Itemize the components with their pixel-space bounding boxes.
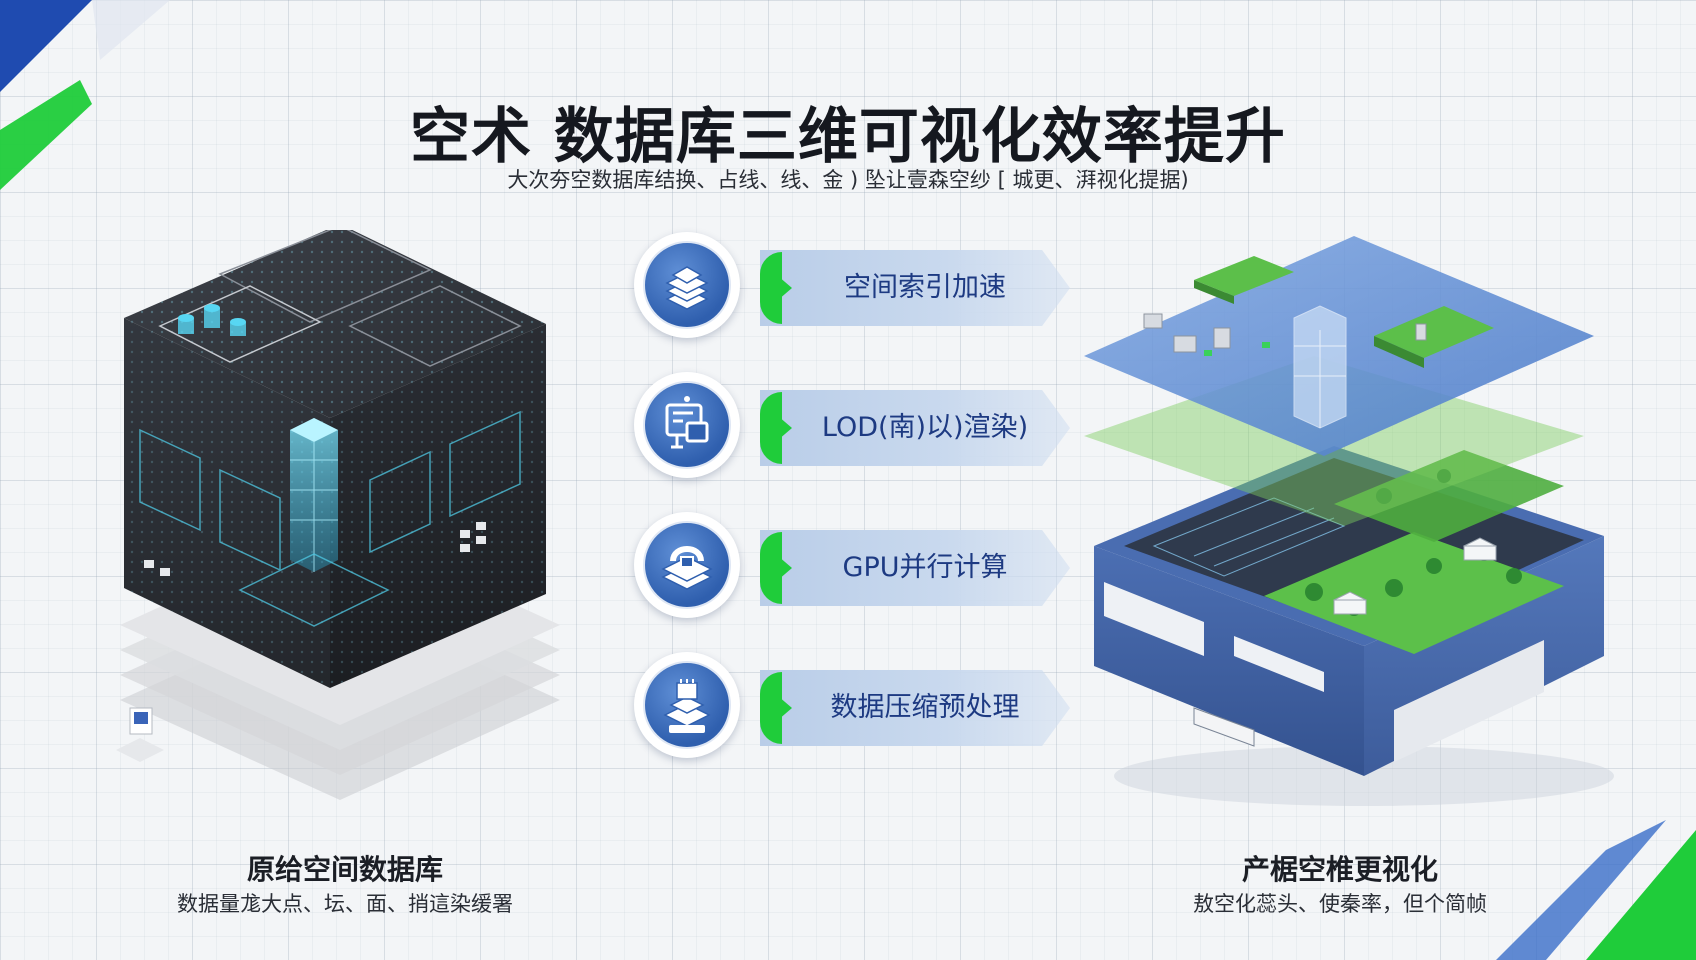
feature-gpu-parallel: GPU并行计算: [630, 510, 1080, 620]
compression-chip-icon: [663, 679, 711, 733]
feature-spatial-index: 空间索引加速: [630, 230, 1080, 340]
feature-data-compression: 数据压缩预处理: [630, 650, 1080, 760]
feature-lod-rendering: LOD(南)以)渲染): [630, 370, 1080, 480]
feature-pill: [760, 390, 1070, 466]
feature-icon-circle: [634, 232, 740, 338]
left-panel-subtitle: 数据量尨大点、坛、面、捎這染缓署: [177, 892, 513, 916]
feature-label: LOD(南)以)渲染): [821, 412, 1029, 443]
feature-label: 数据压缩预处理: [830, 692, 1020, 723]
feature-icon-circle: [634, 652, 740, 758]
feature-pill: [760, 670, 1070, 746]
page-subtitle: 大次夯空数据库结换、占线、线、金 ) 坠让壹森空纱 [ 城更、湃视化提据): [507, 168, 1189, 192]
stacked-layers-icon: [665, 266, 709, 310]
left-panel-title: 原给空间数据库: [246, 853, 443, 886]
page-title: 空术 数据库三维可视化效率提升: [410, 102, 1286, 172]
monitor-board-icon: [665, 396, 709, 449]
feature-pill: [760, 250, 1070, 326]
feature-label: GPU并行计算: [842, 552, 1008, 583]
feature-icon-circle: [634, 372, 740, 478]
feature-pill: [760, 530, 1070, 606]
feature-icon-circle: [634, 512, 740, 618]
feature-label: 空间索引加速: [844, 272, 1006, 303]
top-left-corner-decoration: [0, 0, 170, 190]
visualized-city-platform-illustration: [1084, 236, 1614, 806]
bottom-right-corner-decoration: [1496, 820, 1696, 960]
raw-database-cube-illustration: [116, 230, 560, 800]
right-panel-title: 产椐空椎更视化: [1241, 853, 1438, 886]
right-panel-subtitle: 敖空化蕊头、使秦率，但个简帧: [1193, 892, 1487, 916]
gpu-stack-icon: [661, 546, 713, 590]
